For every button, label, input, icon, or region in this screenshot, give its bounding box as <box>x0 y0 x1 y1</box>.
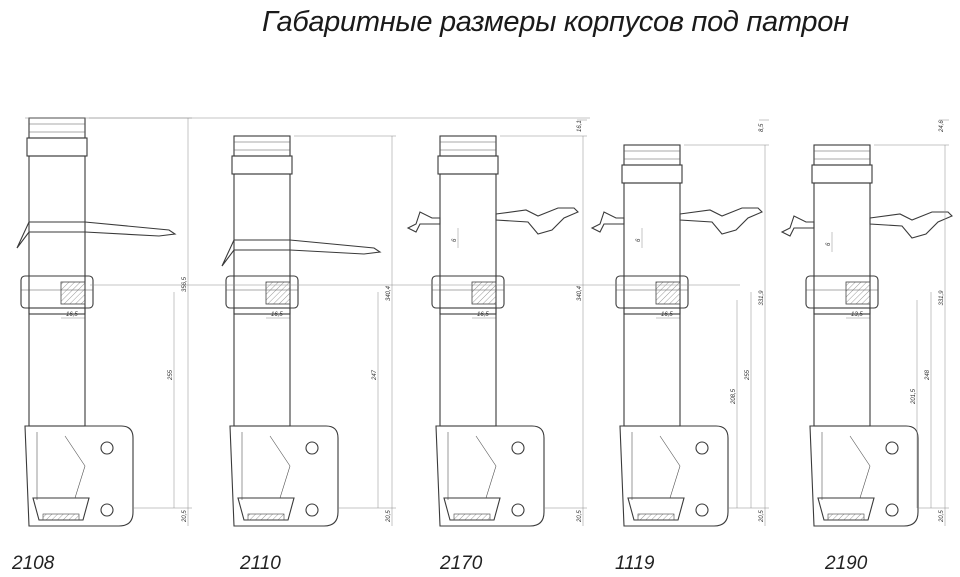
top-dimension: 8,5 <box>759 123 765 132</box>
lower-tube <box>813 307 871 427</box>
bolt-hole-upper <box>695 441 709 455</box>
strut-cap <box>623 144 681 166</box>
strut-foot <box>627 497 685 521</box>
spring-seat-left <box>780 215 815 237</box>
strut-2110: 16,5 340,4 20,5 247 2110 <box>221 135 396 574</box>
strut-foot <box>237 497 295 521</box>
strut-foot <box>817 497 875 521</box>
bore-dimension: 16,5 <box>661 312 673 318</box>
total-dimension: 331,9 <box>759 290 765 306</box>
bolt-hole-upper <box>100 441 114 455</box>
bore-dimension: 16,5 <box>66 312 78 318</box>
strut-foot <box>32 497 90 521</box>
strut-tube <box>233 173 291 315</box>
total-dimension: 340,4 <box>577 285 583 301</box>
total-dimension: 340,4 <box>386 285 392 301</box>
low-dimension: 20,5 <box>759 510 765 523</box>
low-dimension: 20,5 <box>386 510 392 523</box>
bolt-hole-lower <box>885 503 899 517</box>
top-dimension: 16,1 <box>577 120 583 132</box>
page-title: Габаритные размеры корпусов под патрон <box>262 6 849 38</box>
mid2-dimension: 201,5 <box>911 388 917 405</box>
strut-tube <box>813 182 871 315</box>
low-dimension: 20,5 <box>939 510 945 523</box>
strut-1119: 6 16,5 331,9 20,5 8,5 255 208,5 1119 <box>590 119 769 574</box>
lower-tube <box>439 307 497 427</box>
lower-tube <box>28 307 86 427</box>
seat-dimension: 6 <box>452 238 458 242</box>
model-label-2170: 2170 <box>439 553 483 574</box>
bracket-section <box>655 281 681 305</box>
bolt-hole-lower <box>305 503 319 517</box>
bore-dimension: 16,5 <box>271 312 283 318</box>
lower-tube <box>623 307 681 427</box>
strut-tube <box>623 182 681 315</box>
mid-dimension: 255 <box>745 369 751 381</box>
bolt-hole-lower <box>695 503 709 517</box>
strut-2190: 6 13,5 331,9 20,5 24,6 248 201,5 2190 <box>780 120 953 574</box>
strut-2170: 6 16,5 340,4 20,5 16,1 2170 <box>406 119 587 574</box>
knuckle-bracket <box>435 425 545 527</box>
knuckle-bracket <box>24 425 134 527</box>
model-label-1119: 1119 <box>615 553 655 574</box>
strut-cap <box>439 135 497 157</box>
bracket-section <box>845 281 871 305</box>
total-dimension: 356,5 <box>182 276 188 292</box>
strut-foot <box>443 497 501 521</box>
bore-dimension: 13,5 <box>851 312 863 318</box>
bracket-section <box>60 281 86 305</box>
spring-seat-left <box>590 211 625 233</box>
mid-dimension: 247 <box>372 369 378 381</box>
spring-seat-right <box>869 211 953 239</box>
bracket-section <box>471 281 497 305</box>
seat-dimension: 6 <box>636 238 642 242</box>
bolt-hole-upper <box>511 441 525 455</box>
strut-tube <box>28 155 86 315</box>
knuckle-bracket <box>809 425 919 527</box>
lower-tube <box>233 307 291 427</box>
strut-cap <box>233 135 291 157</box>
spring-seat <box>16 221 177 249</box>
model-label-2108: 2108 <box>11 553 55 574</box>
strut-cap <box>813 144 871 166</box>
strut-2108: 16,5 356,5 20,5 255 2108 <box>11 117 192 574</box>
bore-dimension: 16,5 <box>477 312 489 318</box>
bolt-hole-lower <box>511 503 525 517</box>
seat-dimension: 6 <box>826 242 832 246</box>
knuckle-bracket <box>229 425 339 527</box>
mid-dimension: 248 <box>925 369 931 381</box>
bolt-hole-lower <box>100 503 114 517</box>
mid2-dimension: 208,5 <box>731 388 737 405</box>
top-dimension: 24,6 <box>939 120 945 133</box>
bracket-section <box>265 281 291 305</box>
strut-tube <box>439 173 497 315</box>
total-dimension: 331,9 <box>939 290 945 306</box>
knuckle-bracket <box>619 425 729 527</box>
bolt-hole-upper <box>885 441 899 455</box>
model-label-2110: 2110 <box>239 553 281 574</box>
spring-seat-left <box>406 211 441 233</box>
spring-seat-right <box>679 207 763 235</box>
spring-seat <box>221 239 382 267</box>
bolt-hole-upper <box>305 441 319 455</box>
low-dimension: 20,5 <box>577 510 583 523</box>
model-label-2190: 2190 <box>824 553 868 574</box>
low-dimension: 20,5 <box>182 510 188 523</box>
strut-cap <box>28 117 86 139</box>
spring-seat-right <box>495 207 579 235</box>
mid-dimension: 255 <box>168 369 174 381</box>
